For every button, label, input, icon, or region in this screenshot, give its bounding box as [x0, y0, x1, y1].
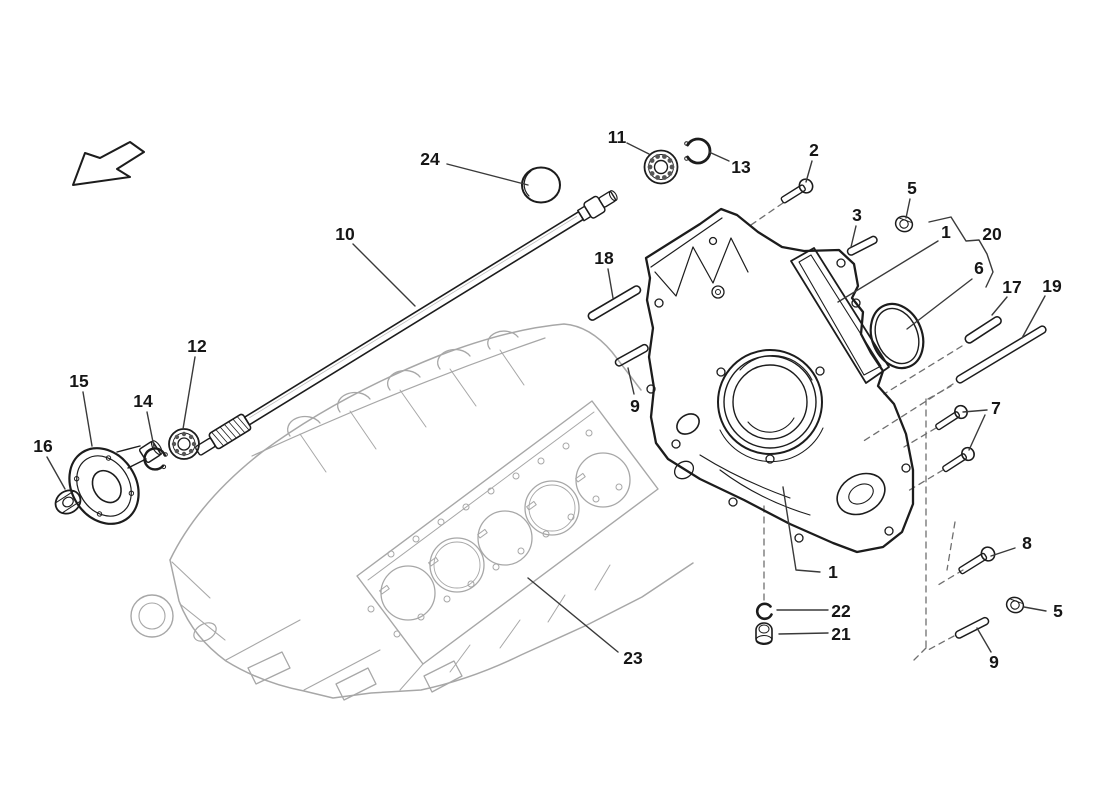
leader-line-7 — [962, 409, 988, 413]
o-ring-22-drawing — [755, 602, 773, 621]
callout-1: 1 — [941, 222, 951, 242]
callout-layer: 24 11 13 2 5 3 1 20 6 17 19 18 10 9 12 14 15 16 7 8 5 9 1 22 21 2… — [33, 127, 1063, 672]
circlip-13-drawing — [684, 137, 712, 165]
leader-line-5 — [1023, 606, 1047, 612]
leader-line-16 — [46, 456, 66, 490]
cap-24-drawing — [521, 166, 561, 204]
o-ring-6-drawing — [869, 302, 925, 370]
leader-line-18 — [607, 268, 614, 299]
callout-20: 20 — [982, 224, 1002, 244]
callout-9: 9 — [989, 652, 999, 672]
callout-7: 7 — [991, 398, 1001, 418]
bearing-11-drawing — [643, 149, 679, 185]
callout-10: 10 — [335, 224, 355, 244]
leader-line-13 — [708, 151, 730, 162]
leader-line-14 — [146, 411, 155, 448]
callout-2: 2 — [809, 140, 819, 160]
engine-block-drawing — [130, 323, 694, 701]
stud-19-drawing — [955, 325, 1047, 384]
nut-5-top-drawing — [894, 215, 914, 233]
stud-18-drawing — [587, 285, 642, 321]
bolt-7a-drawing — [935, 404, 968, 431]
driveshaft-drawing — [195, 190, 618, 456]
callout-22: 22 — [831, 601, 851, 621]
callout-12: 12 — [187, 336, 207, 356]
callout-23: 23 — [623, 648, 643, 668]
bolt-7b-drawing — [942, 446, 975, 473]
leader-line-19 — [1021, 295, 1046, 339]
callout-11: 11 — [608, 127, 627, 147]
callout-1: 1 — [828, 562, 838, 582]
stud-9-left-drawing — [614, 343, 649, 367]
leader-line-6 — [906, 278, 973, 330]
leader-line-1 — [782, 486, 821, 573]
stud-17-drawing — [964, 315, 1002, 344]
callout-13: 13 — [731, 157, 751, 177]
callout-21: 21 — [831, 624, 851, 644]
timing-cover-drawing — [644, 207, 915, 554]
leader-line-23 — [527, 577, 619, 653]
callout-18: 18 — [594, 248, 614, 268]
leader-line-1 — [837, 240, 939, 303]
bolt-8-drawing — [958, 546, 996, 575]
callout-6: 6 — [974, 258, 984, 278]
leader-line-20 — [928, 216, 994, 288]
callout-17: 17 — [1002, 277, 1021, 297]
leader-line-11 — [626, 142, 650, 155]
callout-15: 15 — [69, 371, 89, 391]
leader-line-5 — [905, 198, 911, 219]
plug-21-drawing — [755, 622, 773, 646]
nut-5-bottom-drawing — [1005, 596, 1025, 614]
callout-8: 8 — [1022, 533, 1032, 553]
leader-line-17 — [991, 296, 1008, 316]
callout-19: 19 — [1042, 276, 1062, 296]
leader-line-2 — [805, 160, 813, 183]
leader-line-9 — [976, 627, 992, 653]
snap-ring-14-drawing — [143, 447, 168, 471]
stud-9-bottom-drawing — [954, 616, 990, 639]
leader-line-24 — [446, 163, 529, 186]
callout-16: 16 — [33, 436, 53, 456]
leader-line-8 — [990, 547, 1016, 557]
callout-14: 14 — [133, 391, 153, 411]
callout-24: 24 — [420, 149, 440, 169]
callout-5: 5 — [1053, 601, 1063, 621]
leader-line-15 — [82, 391, 93, 447]
leader-line-21 — [778, 632, 829, 635]
direction-arrow-icon — [72, 141, 145, 186]
nut-16-drawing — [54, 489, 82, 515]
leader-line-9 — [627, 367, 635, 395]
leader-line-7 — [968, 414, 986, 451]
bolt-2-drawing — [780, 178, 814, 204]
leader-line-3 — [850, 225, 857, 248]
callout-5: 5 — [907, 178, 917, 198]
callout-3: 3 — [852, 205, 862, 225]
stud-3-drawing — [846, 235, 878, 256]
leader-line-10 — [352, 243, 416, 307]
callout-9: 9 — [630, 396, 640, 416]
bearing-12-drawing — [168, 428, 200, 460]
leader-line-12 — [182, 356, 196, 430]
